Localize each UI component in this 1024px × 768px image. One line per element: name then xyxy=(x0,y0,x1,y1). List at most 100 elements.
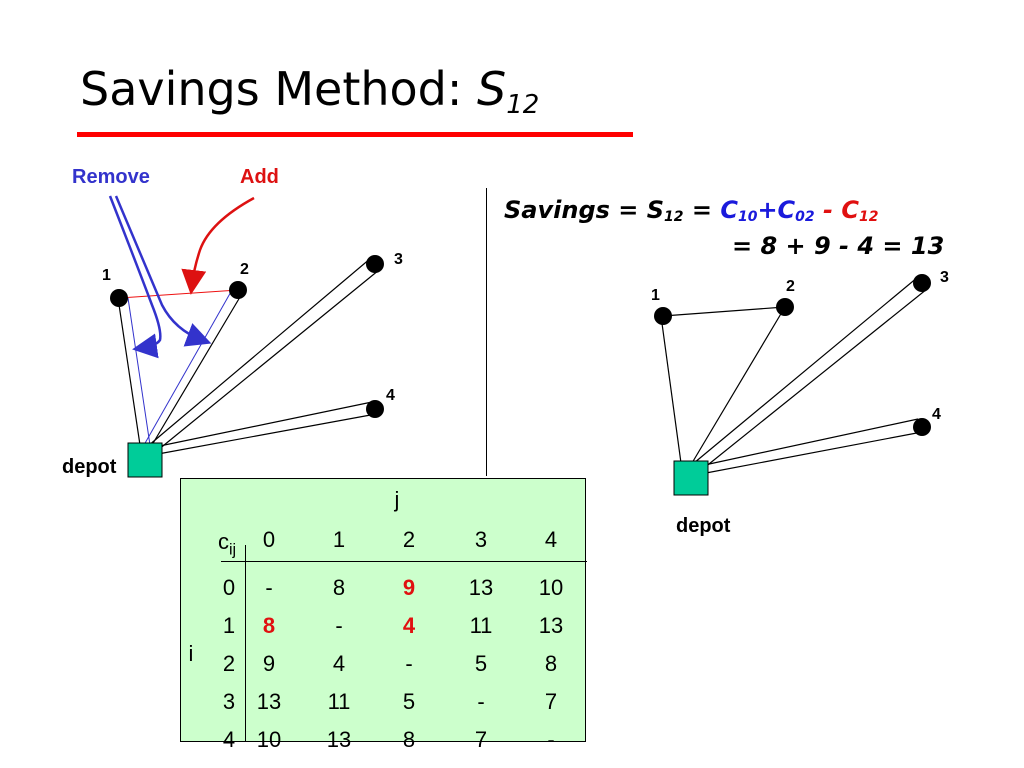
savings-formula: Savings = S12 = C10+C02 - C12 xyxy=(504,196,878,225)
formula-c10-sub: 10 xyxy=(737,209,758,225)
right-node-1-label: 1 xyxy=(651,287,660,304)
formula-plus: + xyxy=(757,196,778,224)
matrix-col-header: 0 xyxy=(262,527,276,552)
formula-c02: C xyxy=(777,196,796,224)
matrix-col-header: 3 xyxy=(474,527,488,552)
left-depot-label: depot xyxy=(62,456,117,478)
matrix-col-header: 1 xyxy=(332,527,346,552)
title-prefix: Savings Method: xyxy=(80,62,477,116)
left-route-4-a xyxy=(149,401,373,449)
right-node-1 xyxy=(654,307,672,325)
right-node-2-label: 2 xyxy=(786,278,795,295)
matrix-row-header: 1 xyxy=(222,613,236,638)
matrix-cell: 13 xyxy=(326,727,352,752)
page-title: Savings Method: S12 xyxy=(80,62,539,120)
left-node-2-label: 2 xyxy=(240,261,249,278)
right-node-3 xyxy=(913,274,931,292)
right-route-2 xyxy=(691,306,786,464)
matrix-vertical-rule xyxy=(245,545,246,741)
matrix-cell: - xyxy=(335,613,343,638)
right-route-4-b xyxy=(705,431,923,474)
right-route-1-2 xyxy=(662,306,786,317)
right-depot-label: depot xyxy=(676,515,731,537)
right-node-4 xyxy=(913,418,931,436)
matrix-cell: 11 xyxy=(327,689,351,714)
left-route-1-a xyxy=(117,297,141,446)
formula-savings: Savings = S xyxy=(504,196,665,224)
formula-eq: = xyxy=(683,196,721,224)
matrix-j-label: j xyxy=(394,487,400,512)
matrix-row-header: 2 xyxy=(222,651,236,676)
matrix-cell: - xyxy=(477,689,485,714)
left-node-1-label: 1 xyxy=(102,267,111,284)
matrix-cell: 7 xyxy=(474,727,488,752)
title-subscript: 12 xyxy=(506,90,540,120)
title-underline xyxy=(77,132,633,137)
matrix-cell: - xyxy=(547,727,555,752)
left-route-3-a xyxy=(147,257,372,447)
matrix-cell: 8 xyxy=(262,613,276,638)
left-route-1-b xyxy=(127,297,151,446)
right-node-3-label: 3 xyxy=(940,269,949,286)
formula-minus: - xyxy=(814,196,842,224)
add-arrow xyxy=(181,196,255,295)
right-diagram: 1 2 3 4 depot xyxy=(651,269,949,537)
matrix-cell: 8 xyxy=(402,727,416,752)
matrix-cell: 11 xyxy=(469,613,493,638)
remove-label: Remove xyxy=(72,166,150,188)
right-route-3-a xyxy=(693,276,919,464)
matrix-col-header: 4 xyxy=(544,527,558,552)
right-route-1 xyxy=(660,315,682,464)
formula-c12-sub: 12 xyxy=(858,209,879,225)
matrix-row-header: 4 xyxy=(222,727,236,752)
matrix-cell: 9 xyxy=(262,651,276,676)
left-route-4-b xyxy=(157,413,377,455)
left-route-2-b xyxy=(151,291,244,446)
matrix-cell: 10 xyxy=(538,575,564,600)
matrix-cell: 8 xyxy=(544,651,558,676)
matrix-cell: 7 xyxy=(544,689,558,714)
left-node-3-label: 3 xyxy=(394,251,403,268)
left-node-4 xyxy=(366,400,384,418)
matrix-cell: 4 xyxy=(402,613,416,638)
matrix-c-sub: ij xyxy=(228,541,237,559)
formula-c02-sub: 02 xyxy=(795,209,815,225)
right-node-2 xyxy=(776,298,794,316)
matrix-cell: 13 xyxy=(468,575,494,600)
remove-arrow-1 xyxy=(108,195,162,359)
matrix-cell: 13 xyxy=(538,613,564,638)
left-depot xyxy=(127,442,163,478)
matrix-cell: 5 xyxy=(474,651,488,676)
left-node-1 xyxy=(110,289,128,307)
matrix-c: c xyxy=(217,529,229,554)
formula-s-sub: 12 xyxy=(664,209,684,225)
left-node-4-label: 4 xyxy=(386,387,395,404)
left-route-3-b xyxy=(157,269,380,451)
matrix-row-header: 0 xyxy=(222,575,236,600)
left-diagram: Remove Add 1 2 3 4 depot xyxy=(62,166,403,478)
matrix-cell: - xyxy=(265,575,273,600)
right-depot xyxy=(673,460,709,496)
matrix-i-label: i xyxy=(188,641,194,666)
left-added-link-1-2 xyxy=(118,289,239,299)
right-route-3-b xyxy=(703,288,928,469)
left-node-3 xyxy=(366,255,384,273)
matrix-cell: 5 xyxy=(402,689,416,714)
add-label: Add xyxy=(240,166,279,188)
matrix-cell: 13 xyxy=(256,689,282,714)
matrix-cell: 9 xyxy=(402,575,416,600)
matrix-cell: - xyxy=(405,651,413,676)
left-node-2 xyxy=(229,281,247,299)
left-route-2-a xyxy=(143,289,233,446)
right-node-4-label: 4 xyxy=(932,406,941,423)
matrix-row-header: 3 xyxy=(222,689,236,714)
savings-result: = 8 + 9 - 4 = 13 xyxy=(732,232,945,260)
formula-c10: C xyxy=(720,196,738,224)
matrix-cell: 8 xyxy=(332,575,346,600)
remove-arrow-2 xyxy=(114,195,212,347)
matrix-cell: 4 xyxy=(332,651,346,676)
title-symbol: S xyxy=(476,62,507,116)
matrix-cell: 10 xyxy=(256,727,282,752)
